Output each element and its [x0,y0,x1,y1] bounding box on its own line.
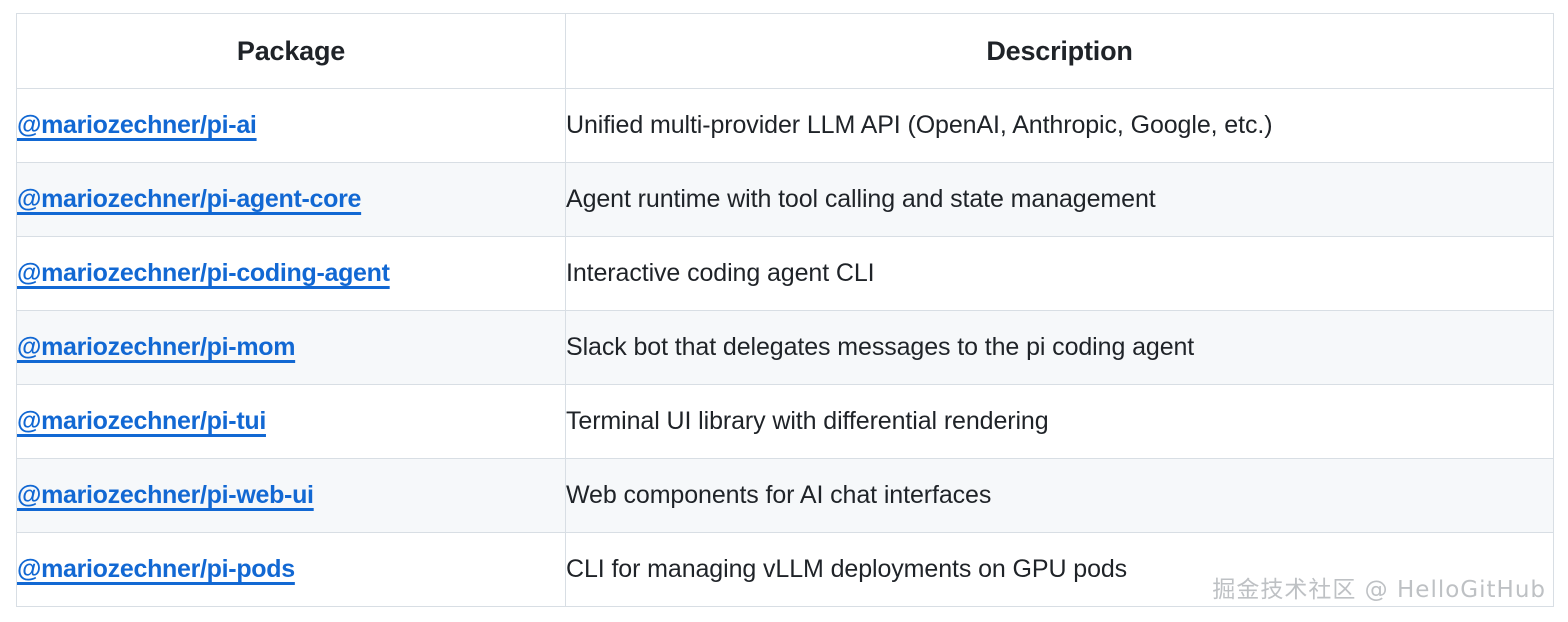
package-cell: @mariozechner/pi-agent-core [16,162,566,237]
description-cell: Unified multi-provider LLM API (OpenAI, … [565,88,1554,163]
table-row: @mariozechner/pi-ai Unified multi-provid… [16,88,1554,163]
table-row: @mariozechner/pi-pods CLI for managing v… [16,532,1554,607]
table-body: @mariozechner/pi-ai Unified multi-provid… [16,88,1554,607]
description-text: CLI for managing vLLM deployments on GPU… [566,555,1128,583]
table-row: @mariozechner/pi-agent-core Agent runtim… [16,162,1554,237]
description-text: Agent runtime with tool calling and stat… [566,185,1156,213]
description-cell: CLI for managing vLLM deployments on GPU… [565,532,1554,607]
description-text: Unified multi-provider LLM API (OpenAI, … [566,111,1273,139]
package-link[interactable]: @mariozechner/pi-mom [17,333,296,361]
package-cell: @mariozechner/pi-pods [16,532,566,607]
table-row: @mariozechner/pi-web-ui Web components f… [16,458,1554,533]
package-cell: @mariozechner/pi-mom [16,310,566,385]
package-link[interactable]: @mariozechner/pi-web-ui [17,481,314,509]
description-cell: Terminal UI library with differential re… [565,384,1554,459]
table-header: Package Description [16,13,1554,89]
column-header-package: Package [16,13,566,89]
description-cell: Web components for AI chat interfaces [565,458,1554,533]
description-cell: Agent runtime with tool calling and stat… [565,162,1554,237]
package-table: Package Description @mariozechner/pi-ai … [16,13,1554,607]
description-cell: Interactive coding agent CLI [565,236,1554,311]
package-cell: @mariozechner/pi-coding-agent [16,236,566,311]
description-text: Web components for AI chat interfaces [566,481,992,509]
description-cell: Slack bot that delegates messages to the… [565,310,1554,385]
package-cell: @mariozechner/pi-ai [16,88,566,163]
package-cell: @mariozechner/pi-web-ui [16,458,566,533]
package-table-container: Package Description @mariozechner/pi-ai … [16,13,1554,607]
description-text: Terminal UI library with differential re… [566,407,1049,435]
column-header-description: Description [565,13,1554,89]
package-link[interactable]: @mariozechner/pi-tui [17,407,266,435]
table-row: @mariozechner/pi-tui Terminal UI library… [16,384,1554,459]
package-cell: @mariozechner/pi-tui [16,384,566,459]
table-row: @mariozechner/pi-mom Slack bot that dele… [16,310,1554,385]
package-link[interactable]: @mariozechner/pi-agent-core [17,185,362,213]
description-text: Slack bot that delegates messages to the… [566,333,1195,361]
table-header-row: Package Description [16,13,1554,89]
package-link[interactable]: @mariozechner/pi-coding-agent [17,259,390,287]
package-link[interactable]: @mariozechner/pi-pods [17,555,295,583]
description-text: Interactive coding agent CLI [566,259,875,287]
table-row: @mariozechner/pi-coding-agent Interactiv… [16,236,1554,311]
package-link[interactable]: @mariozechner/pi-ai [17,111,257,139]
